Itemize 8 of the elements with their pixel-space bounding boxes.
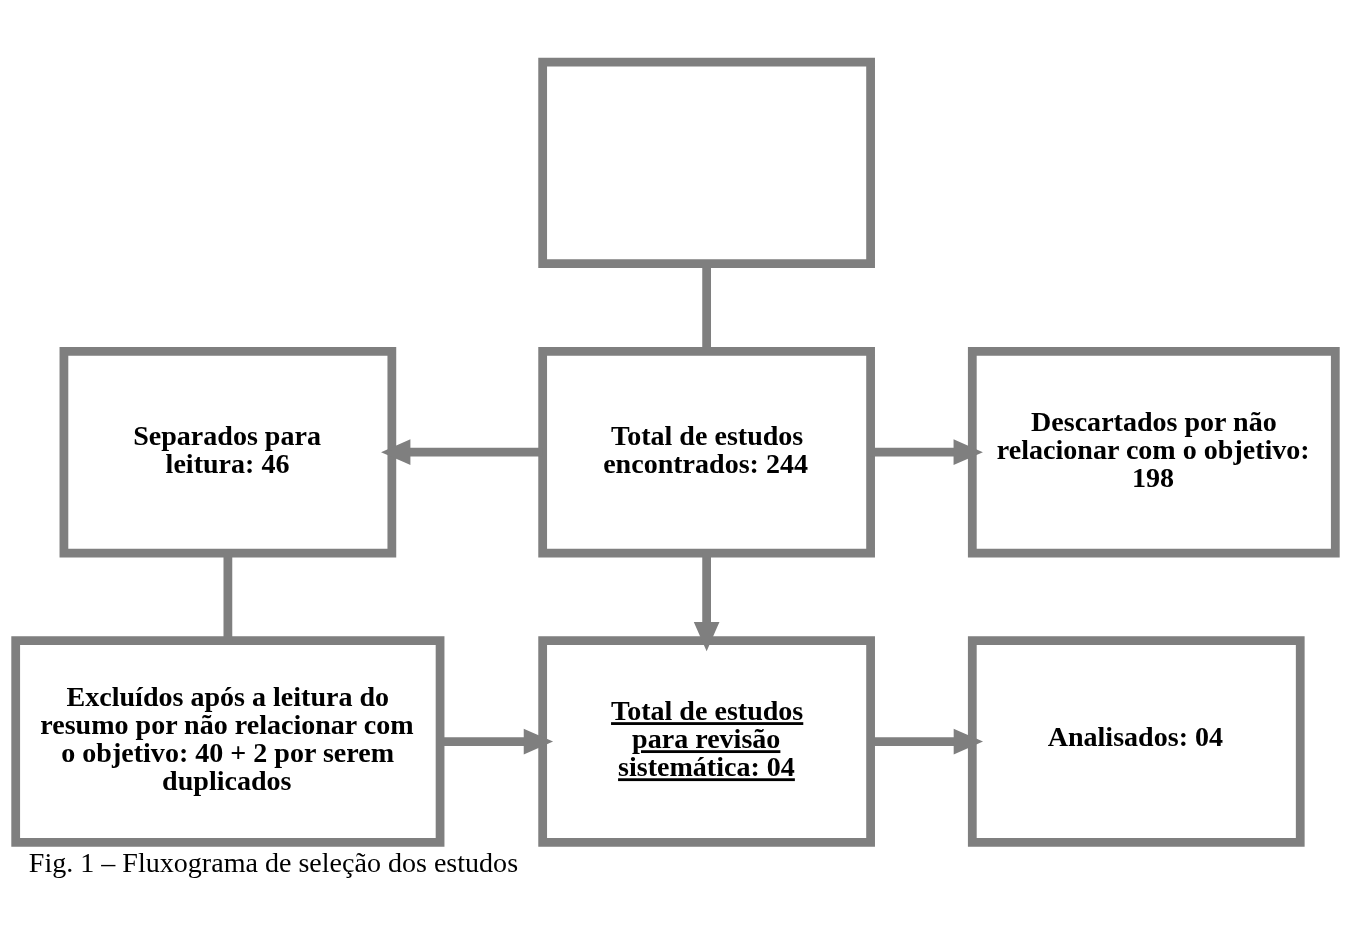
node-box: Total de estudos para revisão sistemática: 04 xyxy=(538,635,875,847)
node-box xyxy=(538,57,875,268)
caption: Fig. 1 – Fluxograma de seleção dos estudos xyxy=(28,846,519,878)
node-box: Excluídos após a leitura do resumo por não relacionar com o objetivo: 40 + 2 por serem duplicados xyxy=(11,635,445,847)
node-box: Descartados por não relacionar com o objetivo: 198 xyxy=(967,346,1340,557)
node-box: Total de estudos encontrados: 244 xyxy=(538,346,875,557)
node-box: Separados para leitura: 46 xyxy=(59,346,397,557)
node-box: Analisados: 04 xyxy=(967,635,1305,847)
